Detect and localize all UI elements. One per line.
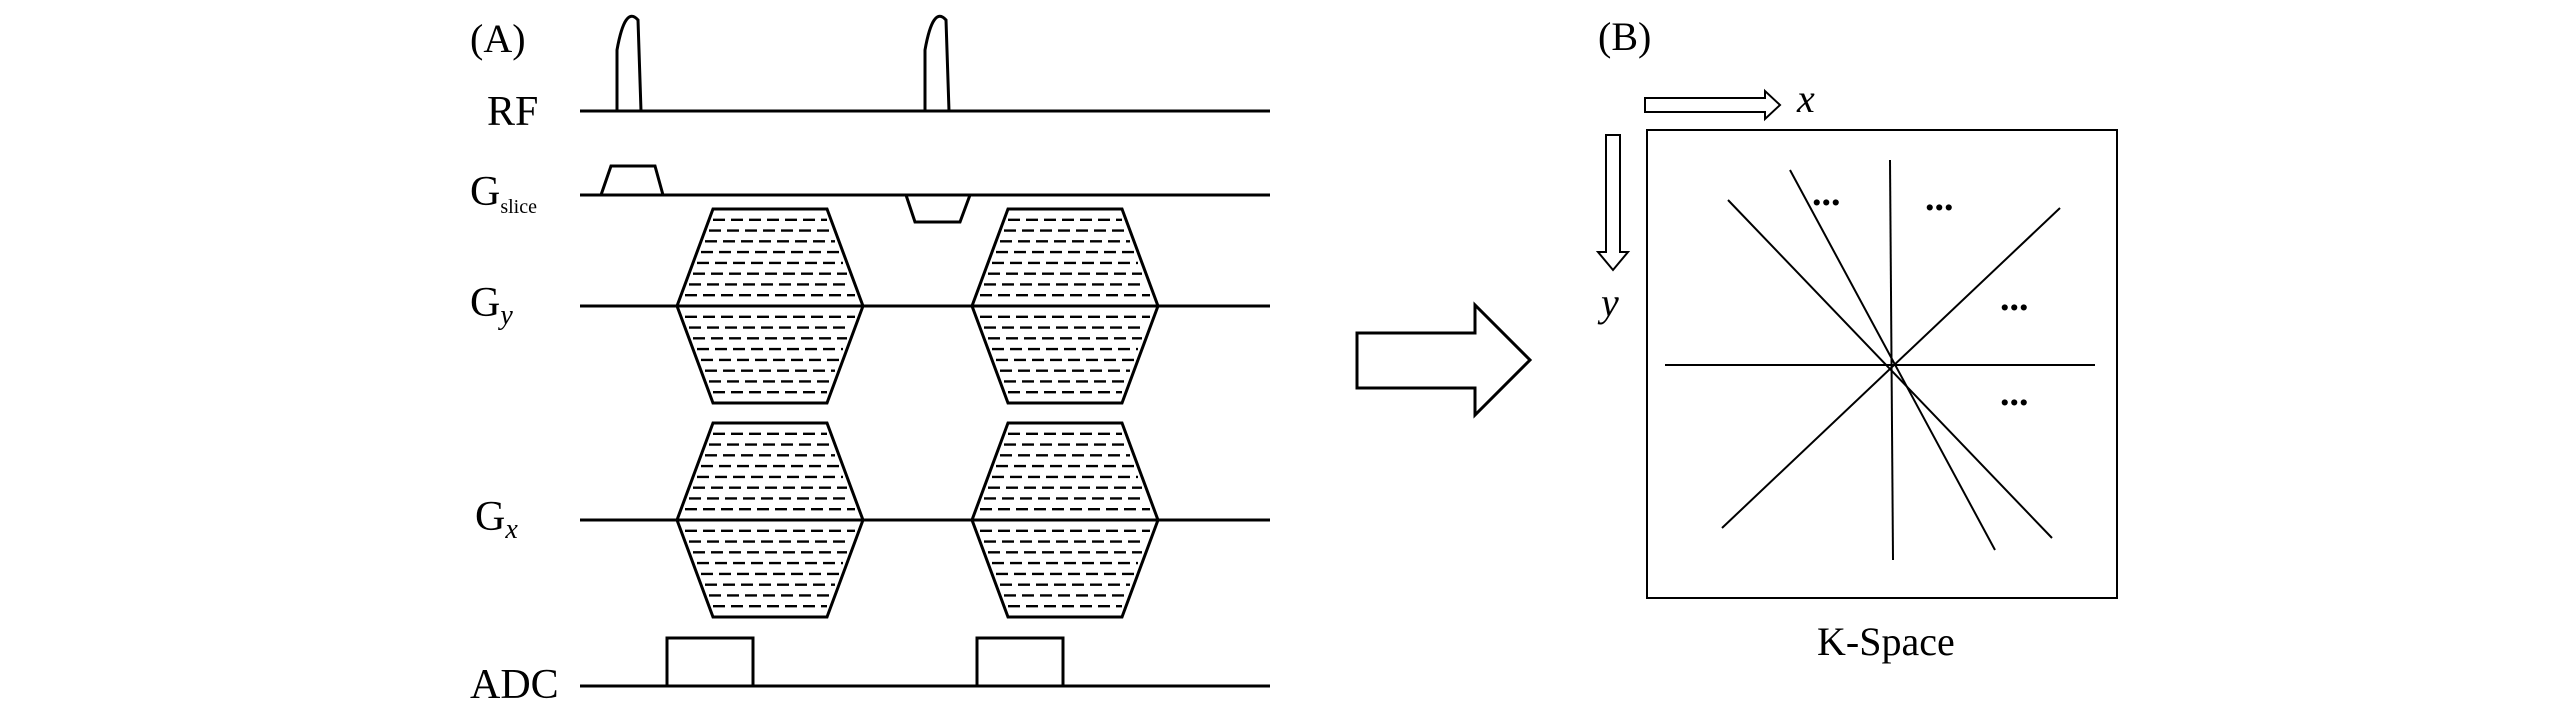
gx-gradient-lobe-2	[970, 421, 1160, 619]
gx-label: Gx	[475, 494, 518, 545]
gx-gradient-lobe-1	[675, 421, 865, 619]
spoke-diagonal-rising	[1721, 207, 2061, 529]
adc-window-1	[665, 636, 755, 686]
gx-row: Gx	[475, 421, 1270, 619]
kspace-caption: K-Space	[1817, 619, 1955, 664]
kspace-panel: (B) x y ... ... ... ... K-Space	[1595, 14, 2118, 664]
rf-pulse-2	[923, 14, 951, 112]
gslice-row: Gslice	[470, 164, 1270, 224]
gy-label: Gy	[470, 280, 513, 331]
ellipsis-right-upper: ...	[2000, 277, 2029, 319]
spoke-steep-falling	[1789, 169, 1996, 551]
panel-b-label: (B)	[1598, 14, 1651, 59]
rf-row: RF	[487, 14, 1270, 135]
gy-gradient-lobe-2	[970, 207, 1160, 405]
gradient-lobe-outline	[675, 207, 865, 405]
gradient-lobe-outline	[970, 421, 1160, 619]
gy-gradient-lobe-1	[675, 207, 865, 405]
spoke-diagonal-falling	[1727, 199, 2053, 539]
x-axis-label: x	[1796, 76, 1815, 121]
y-axis-label: y	[1597, 280, 1619, 325]
adc-row: ADC	[470, 636, 1270, 708]
gradient-lobe-outline	[675, 421, 865, 619]
gslice-label: Gslice	[470, 169, 537, 218]
y-direction-arrow	[1595, 134, 1631, 272]
adc-label: ADC	[470, 662, 559, 708]
gy-row: Gy	[470, 207, 1270, 405]
kspace-box	[1646, 129, 2118, 599]
pulse-sequence-panel: (A) RF Gslice Gy	[470, 14, 1270, 708]
x-direction-arrow	[1644, 88, 1782, 122]
adc-window-2	[975, 636, 1065, 686]
ellipsis-right-lower: ...	[2000, 372, 2029, 414]
gslice-lobe-negative	[904, 194, 972, 224]
ellipsis-upper-left: ...	[1812, 172, 1841, 214]
ellipsis-upper-right: ...	[1925, 177, 1954, 219]
big-arrow	[1355, 301, 1533, 419]
radial-spokes	[1665, 159, 2095, 561]
gradient-lobe-outline	[970, 207, 1160, 405]
rf-pulse-1	[615, 14, 643, 112]
gslice-lobe-positive	[599, 164, 665, 196]
panel-a-label: (A)	[470, 16, 526, 61]
rf-label: RF	[487, 89, 538, 135]
